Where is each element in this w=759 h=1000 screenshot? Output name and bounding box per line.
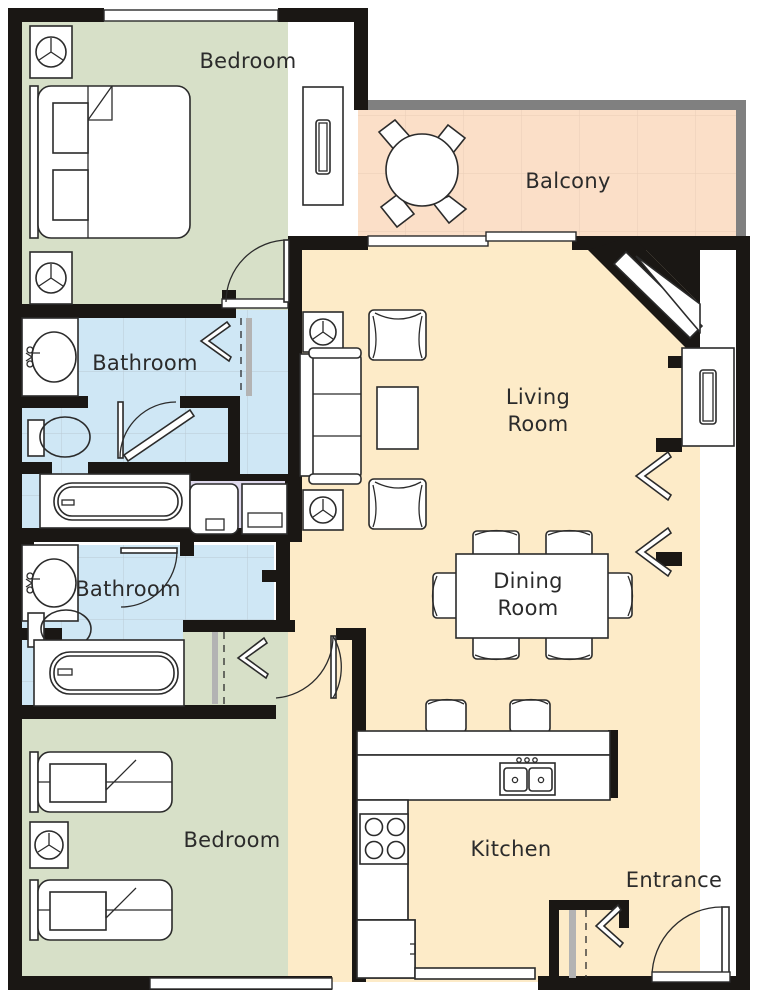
- tv: [699, 369, 717, 425]
- dryer: [241, 483, 288, 535]
- label-entrance: Entrance: [626, 868, 723, 892]
- nightstand-lamp: [29, 25, 73, 79]
- label-bedroom-top: Bedroom: [199, 49, 296, 73]
- door-swing: [117, 401, 196, 463]
- bathroom-top-furniture: [21, 317, 252, 529]
- label-bathroom-bottom: Bathroom: [75, 577, 181, 601]
- twin-bed: [29, 751, 173, 813]
- washer: [189, 483, 239, 535]
- entrance-furniture: [569, 903, 731, 983]
- bifold-closet: [634, 450, 673, 578]
- sliding-door: [367, 231, 577, 247]
- bedroom-bottom-furniture: [29, 751, 173, 941]
- bifold-closet: [612, 250, 704, 340]
- cooktop: [359, 813, 409, 865]
- dresser: [302, 86, 344, 206]
- armchair: [368, 309, 427, 361]
- nightstand-lamp: [29, 251, 73, 305]
- door-swing: [120, 547, 178, 608]
- window-bedroom-bottom: [149, 977, 333, 990]
- living-room-furniture: [299, 250, 735, 578]
- bifold-door: [199, 320, 233, 363]
- double-sink: [499, 757, 556, 796]
- nightstand-lamp: [29, 821, 69, 869]
- armchair: [368, 478, 427, 530]
- label-dining-room-2: Room: [497, 596, 558, 620]
- door-swing: [221, 239, 290, 309]
- coat-closet: [569, 903, 625, 978]
- dining-room-furniture: [431, 529, 634, 661]
- coffee-table: [376, 386, 419, 450]
- sofa: [299, 347, 362, 485]
- balcony-railing: [358, 100, 746, 240]
- bathroom-bottom-furniture: [21, 544, 342, 707]
- label-bedroom-bottom: Bedroom: [183, 828, 280, 852]
- laundry-appliances: [189, 483, 288, 535]
- vanity-sink: [21, 544, 79, 622]
- room-labels: Bedroom Balcony Bathroom Bathroom Living…: [75, 49, 722, 892]
- entry-door: [651, 906, 731, 983]
- label-living-room-2: Room: [507, 412, 568, 436]
- label-bathroom-top: Bathroom: [92, 351, 198, 375]
- round-table: [385, 133, 459, 207]
- bathtub: [33, 639, 185, 707]
- label-dining-room-1: Dining: [493, 569, 563, 593]
- door-swing: [275, 635, 342, 699]
- refrigerator: [356, 919, 416, 979]
- vanity-sink: [21, 317, 79, 397]
- dining-table: [455, 553, 609, 639]
- toilet: [27, 416, 91, 458]
- bathtub: [39, 473, 191, 529]
- label-balcony: Balcony: [525, 169, 610, 193]
- side-lamp: [302, 311, 344, 353]
- kitchen-furniture: [356, 698, 611, 980]
- label-kitchen: Kitchen: [470, 837, 551, 861]
- balcony-furniture: [367, 118, 577, 247]
- label-living-room-1: Living: [506, 385, 570, 409]
- window-bedroom-top: [103, 9, 279, 22]
- side-lamp: [302, 489, 344, 531]
- bedroom-top-furniture: [29, 25, 344, 309]
- windows: [103, 9, 333, 990]
- media-console: [681, 347, 735, 447]
- twin-bed: [29, 879, 173, 941]
- tv: [315, 119, 331, 175]
